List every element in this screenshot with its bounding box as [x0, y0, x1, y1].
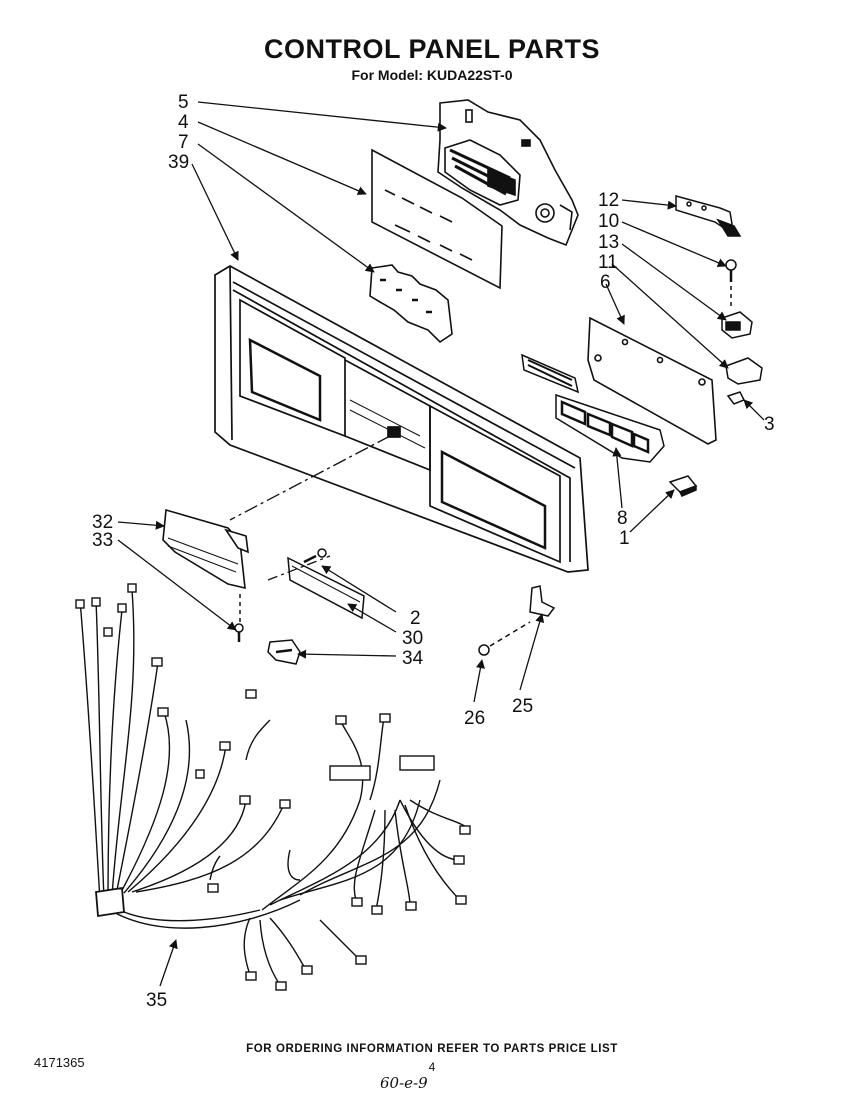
page-number: 4	[428, 1060, 436, 1074]
callout-4: 4	[178, 112, 189, 133]
part-control-panel-body	[214, 265, 589, 573]
part-circuit-board	[369, 264, 453, 344]
callout-6: 6	[600, 272, 611, 293]
part-keypad-circuit	[521, 353, 665, 463]
callout-10: 10	[598, 211, 619, 232]
leader-lines	[117, 101, 765, 987]
part-wire-harness	[75, 583, 471, 991]
callout-1: 1	[619, 528, 630, 549]
part-screw-33	[234, 594, 244, 642]
callout-labels: 5 4 7 39 12 10 13 11 6 3 8 1 32 33 2 30 …	[92, 92, 775, 1011]
part-knob-1	[668, 475, 698, 497]
callout-34: 34	[402, 648, 424, 669]
part-control-board	[437, 99, 579, 247]
callout-2: 2	[410, 608, 421, 629]
part-rail-strip	[287, 548, 365, 620]
callout-39: 39	[168, 152, 189, 173]
callout-13: 13	[598, 232, 619, 253]
part-bracket-25	[529, 585, 556, 617]
callout-33: 33	[92, 530, 113, 551]
part-bracket-11	[725, 357, 763, 385]
callout-35: 35	[146, 990, 167, 1011]
part-clip-34	[267, 639, 301, 665]
callout-3: 3	[764, 414, 775, 435]
part-mounting-plate	[587, 316, 717, 445]
callout-11: 11	[598, 252, 618, 273]
part-clip-3	[726, 391, 746, 405]
part-switch-actuator	[675, 195, 742, 237]
callout-7: 7	[178, 132, 189, 153]
document-number: 4171365	[34, 1055, 85, 1070]
page-title: CONTROL PANEL PARTS	[263, 34, 601, 64]
part-bezel-cover	[162, 508, 249, 590]
ordering-note: FOR ORDERING INFORMATION REFER TO PARTS …	[246, 1043, 618, 1055]
callout-32: 32	[92, 512, 113, 533]
part-screw-26	[478, 621, 531, 656]
model-line: For Model: KUDA22ST-0	[351, 67, 513, 83]
callout-26: 26	[464, 708, 485, 729]
handwritten-note: 60-e-9	[380, 1074, 428, 1092]
callout-5: 5	[178, 92, 189, 113]
part-bracket-13	[721, 311, 753, 339]
part-screw-10	[725, 259, 737, 310]
callout-12: 12	[598, 190, 619, 211]
callout-30: 30	[402, 628, 423, 649]
part-overlay-sheet	[371, 148, 503, 290]
callout-25: 25	[512, 696, 533, 717]
callout-8: 8	[617, 508, 628, 529]
